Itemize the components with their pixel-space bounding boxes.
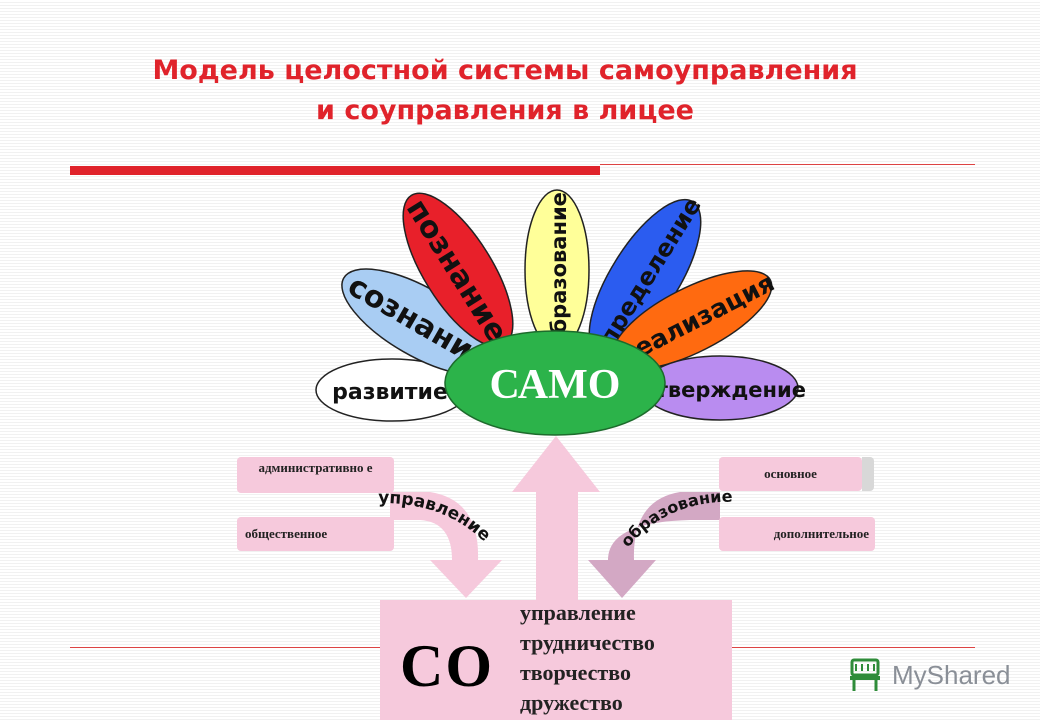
up-arrow (512, 436, 600, 605)
center-label: САМО (490, 362, 621, 408)
co-box (380, 600, 732, 720)
title-underline-bar (70, 166, 600, 175)
petal-label: образование (547, 192, 571, 348)
petal-label: утверждение (642, 378, 806, 402)
co-label: СО (400, 633, 494, 699)
co-list: управление трудничество творчество друже… (520, 598, 655, 718)
petal-razvitie: развитие (315, 358, 469, 422)
page-title-line-2: и соуправления в лицее (316, 95, 694, 126)
co-list-item: дружество (520, 690, 623, 715)
petal-label: развитие (332, 380, 448, 405)
education-item-main: основное (719, 457, 862, 491)
page-title-line-1: Модель целостной системы самоуправления (152, 55, 858, 86)
chair-icon (850, 658, 880, 691)
myshared-logo: MyShared (848, 657, 1011, 693)
divider-line-top (600, 164, 975, 165)
co-list-item: управление (520, 600, 636, 625)
petal-utverzhdenie: утверждение (641, 355, 806, 421)
education-arrow (588, 492, 720, 598)
management-item-administrative: административно е (237, 457, 394, 493)
co-list-item: трудничество (520, 630, 655, 655)
education-item-additional: дополнительное (719, 517, 875, 551)
center-samo: САМО (444, 330, 666, 436)
logo-text: MyShared (892, 659, 1011, 690)
education-item-main-edge (862, 457, 874, 491)
petal-obrazovanie: образование (524, 189, 590, 351)
co-list-item: творчество (520, 660, 631, 685)
management-arrow (390, 492, 502, 598)
management-item-social: общественное (237, 517, 394, 551)
